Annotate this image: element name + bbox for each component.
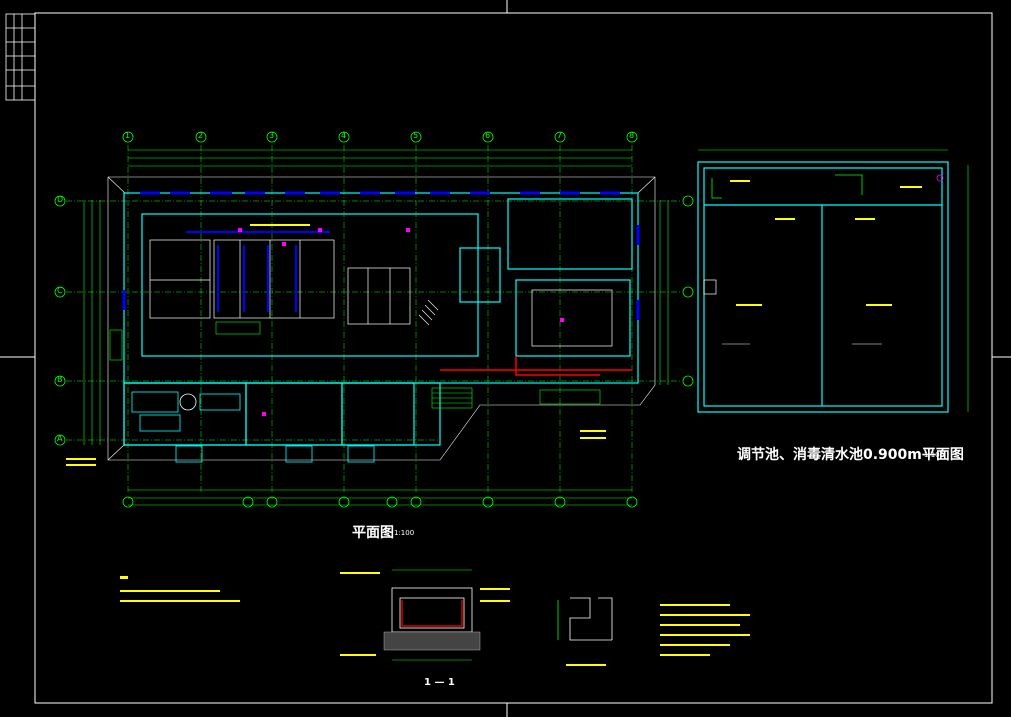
equipment-magenta <box>238 228 564 416</box>
main-floor-plan <box>54 131 694 508</box>
axis-label-col-8: 8 <box>629 131 635 140</box>
axis-label-col-2: 2 <box>198 131 204 140</box>
axis-label-col-5: 5 <box>413 131 419 140</box>
axis-label-col-4: 4 <box>341 131 347 140</box>
detail-profile <box>557 597 613 641</box>
tank-plan <box>697 149 969 413</box>
axis-label-col-6: 6 <box>485 131 491 140</box>
axis-label-row-d: D <box>57 195 64 204</box>
entrance-steps <box>109 321 601 409</box>
tank-plan-title: 调节池、消毒清水池0.900m平面图 <box>737 447 964 463</box>
window-marks <box>122 191 640 320</box>
axis-label-row-c: C <box>57 286 63 295</box>
axis-label-row-a: A <box>57 434 63 443</box>
title-block-strip <box>5 13 36 101</box>
tank-plan-scale: 1:100 <box>924 451 945 459</box>
axis-label-col-1: 1 <box>125 131 131 140</box>
section-1-1 <box>383 569 481 661</box>
pipe-runs-blue <box>186 231 330 312</box>
dosing-room-equipment <box>131 391 375 463</box>
axis-bubbles <box>54 131 694 508</box>
axis-label-col-7: 7 <box>557 131 563 140</box>
axis-label-row-b: B <box>57 375 63 384</box>
axis-label-col-3: 3 <box>269 131 275 140</box>
top-dimension-lines <box>83 149 669 506</box>
main-plan-scale: 1:100 <box>394 529 415 537</box>
tank-compartments <box>149 239 613 347</box>
building-walls <box>123 192 639 446</box>
main-plan-title: 平面图 <box>352 525 394 541</box>
stair <box>418 299 439 326</box>
apron-outline <box>107 176 656 461</box>
section-title: 1 — 1 <box>424 677 455 688</box>
axis-grid-lines <box>66 145 680 492</box>
pipe-runs-red <box>440 356 632 376</box>
